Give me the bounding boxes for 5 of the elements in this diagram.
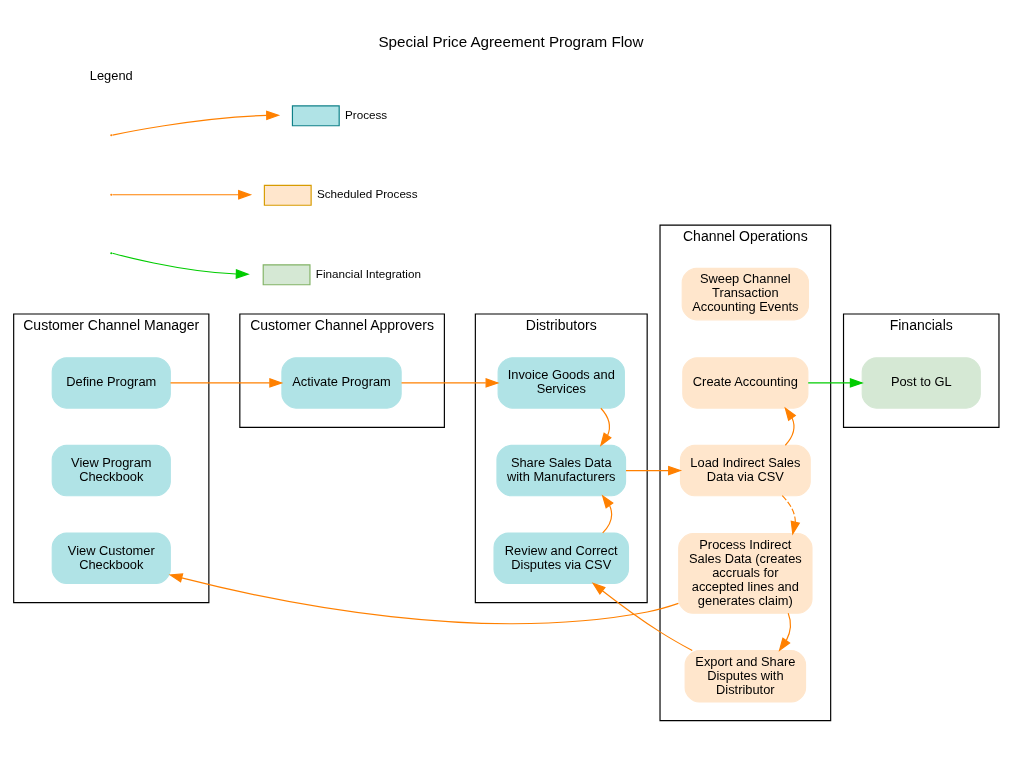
legend-label: Process [344,107,387,121]
legend-label: Scheduled Process [316,187,418,201]
diagram-title: Special Price Agreement Program Flow [377,32,644,50]
legend-label: Financial Integration [315,266,421,280]
label: Legend [89,67,133,83]
